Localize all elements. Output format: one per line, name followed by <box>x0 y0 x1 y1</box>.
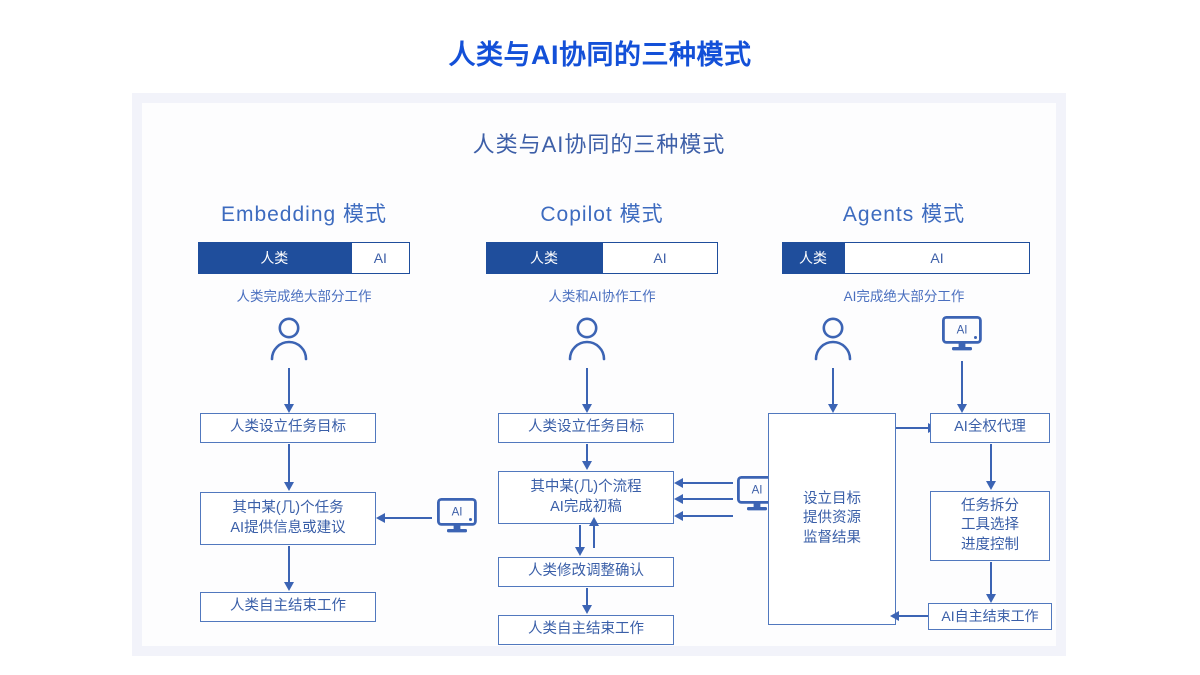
diagram-card-inner: 人类与AI协同的三种模式 Embedding 模式 人类 AI 人类完成绝大部分… <box>142 103 1056 646</box>
flow-arrow-ai-to-box2 <box>376 513 432 523</box>
flow-box-copilot-2: 其中某(几)个流程 AI完成初稿 <box>498 471 674 524</box>
flow-box-copilot-3: 人类修改调整确认 <box>498 557 674 587</box>
split-bar-ai-segment: AI <box>844 242 1030 274</box>
flow-box-line: 人类修改调整确认 <box>528 563 644 580</box>
flow-arrow-box3-to-box4 <box>582 588 592 614</box>
flow-arrow-person-to-goal-box <box>828 368 838 413</box>
flow-arrow-box1-to-box2 <box>582 444 592 470</box>
flow-box-embedding-3: 人类自主结束工作 <box>200 592 376 622</box>
flow-arrow-human-to-agent <box>896 423 937 433</box>
flow-arrow-ai-to-box2-1 <box>674 478 733 488</box>
flow-arrow-ai-to-agent-box <box>957 361 967 413</box>
svg-text:AI: AI <box>957 325 968 337</box>
flow-box-line: AI全权代理 <box>954 419 1026 436</box>
flow-box-line: 人类自主结束工作 <box>230 598 346 615</box>
svg-text:AI: AI <box>752 485 763 497</box>
split-bar-human-segment: 人类 <box>782 242 844 274</box>
person-icon <box>563 315 611 368</box>
flow-box-line: 工具选择 <box>961 517 1019 534</box>
flow-box-line: 其中某(几)个任务 <box>232 500 344 517</box>
diagram-card: 人类与AI协同的三种模式 Embedding 模式 人类 AI 人类完成绝大部分… <box>132 93 1066 656</box>
mode-column-embedding: Embedding 模式 人类 AI 人类完成绝大部分工作 人类设立任务目标 其 <box>154 103 477 646</box>
mode-caption-embedding: 人类完成绝大部分工作 <box>236 289 372 304</box>
flow-arrow-box2-to-box3 <box>575 525 585 556</box>
svg-text:AI: AI <box>452 507 463 519</box>
ai-monitor-icon: AI <box>941 315 982 359</box>
page-title: 人类与AI协同的三种模式 <box>448 40 752 70</box>
split-bar-human-segment: 人类 <box>198 242 351 274</box>
flow-box-agents-1: AI全权代理 <box>930 413 1050 443</box>
mode-heading-copilot: Copilot 模式 <box>540 203 664 226</box>
flow-arrow-agent-to-tasks <box>986 444 996 490</box>
flow-box-line: 人类自主结束工作 <box>528 621 644 638</box>
person-icon <box>265 315 313 368</box>
flow-arrow-box1-to-box2 <box>284 444 294 491</box>
mode-column-copilot: Copilot 模式 人类 AI 人类和AI协作工作 人类设立任务目标 其中某(… <box>452 103 777 646</box>
split-bar-agents: 人类 AI <box>782 242 1030 274</box>
split-bar-ai-segment: AI <box>350 242 410 274</box>
mode-column-agents: Agents 模式 人类 AI AI完成绝大部分工作 <box>754 103 1054 646</box>
flow-box-line: AI完成初稿 <box>550 498 622 515</box>
split-bar-copilot: 人类 AI <box>486 242 718 274</box>
flow-box-line: 人类设立任务目标 <box>230 419 346 436</box>
mode-heading-embedding: Embedding 模式 <box>220 203 388 226</box>
flow-box-line: 人类设立任务目标 <box>528 419 644 436</box>
split-bar-embedding: 人类 AI <box>198 242 410 274</box>
flow-box-copilot-1: 人类设立任务目标 <box>498 413 674 443</box>
mode-caption-agents: AI完成绝大部分工作 <box>843 289 965 304</box>
flow-box-line: 任务拆分 <box>961 498 1019 515</box>
split-bar-human-segment: 人类 <box>486 242 602 274</box>
flow-box-agents-human: 设立目标 提供资源 监督结果 <box>768 413 896 625</box>
flow-box-line: 进度控制 <box>961 536 1019 553</box>
diagram-title: 人类与AI协同的三种模式 <box>472 132 726 157</box>
mode-heading-agents: Agents 模式 <box>842 203 966 226</box>
flow-arrow-ai-to-box2-3 <box>674 511 733 521</box>
flow-box-agents-3: AI自主结束工作 <box>928 603 1052 630</box>
ai-monitor-icon: AI <box>436 497 477 541</box>
flow-box-embedding-2: 其中某(几)个任务 AI提供信息或建议 <box>200 492 376 545</box>
flow-box-embedding-1: 人类设立任务目标 <box>200 413 376 443</box>
flow-arrow-finish-to-human <box>890 611 928 621</box>
person-icon <box>809 315 857 368</box>
flow-arrow-ai-to-box2-2 <box>674 494 733 504</box>
flow-arrow-box2-to-box3 <box>284 546 294 591</box>
flow-box-line: 设立目标 <box>803 491 861 508</box>
flow-box-line: AI自主结束工作 <box>941 608 1039 625</box>
flow-arrow-tasks-to-finish <box>986 562 996 603</box>
split-bar-ai-segment: AI <box>602 242 718 274</box>
flow-box-line: AI提供信息或建议 <box>230 519 346 536</box>
flow-box-agents-2: 任务拆分 工具选择 进度控制 <box>930 491 1050 561</box>
flow-box-line: 提供资源 <box>803 510 861 527</box>
flow-box-line: 监督结果 <box>803 529 861 546</box>
flow-arrow-person-to-box1 <box>284 368 294 413</box>
flow-arrow-person-to-box1 <box>582 368 592 413</box>
flow-box-copilot-4: 人类自主结束工作 <box>498 615 674 645</box>
flow-box-line: 其中某(几)个流程 <box>530 479 642 496</box>
flow-arrow-box3-to-box2 <box>589 517 599 548</box>
mode-caption-copilot: 人类和AI协作工作 <box>548 289 656 304</box>
